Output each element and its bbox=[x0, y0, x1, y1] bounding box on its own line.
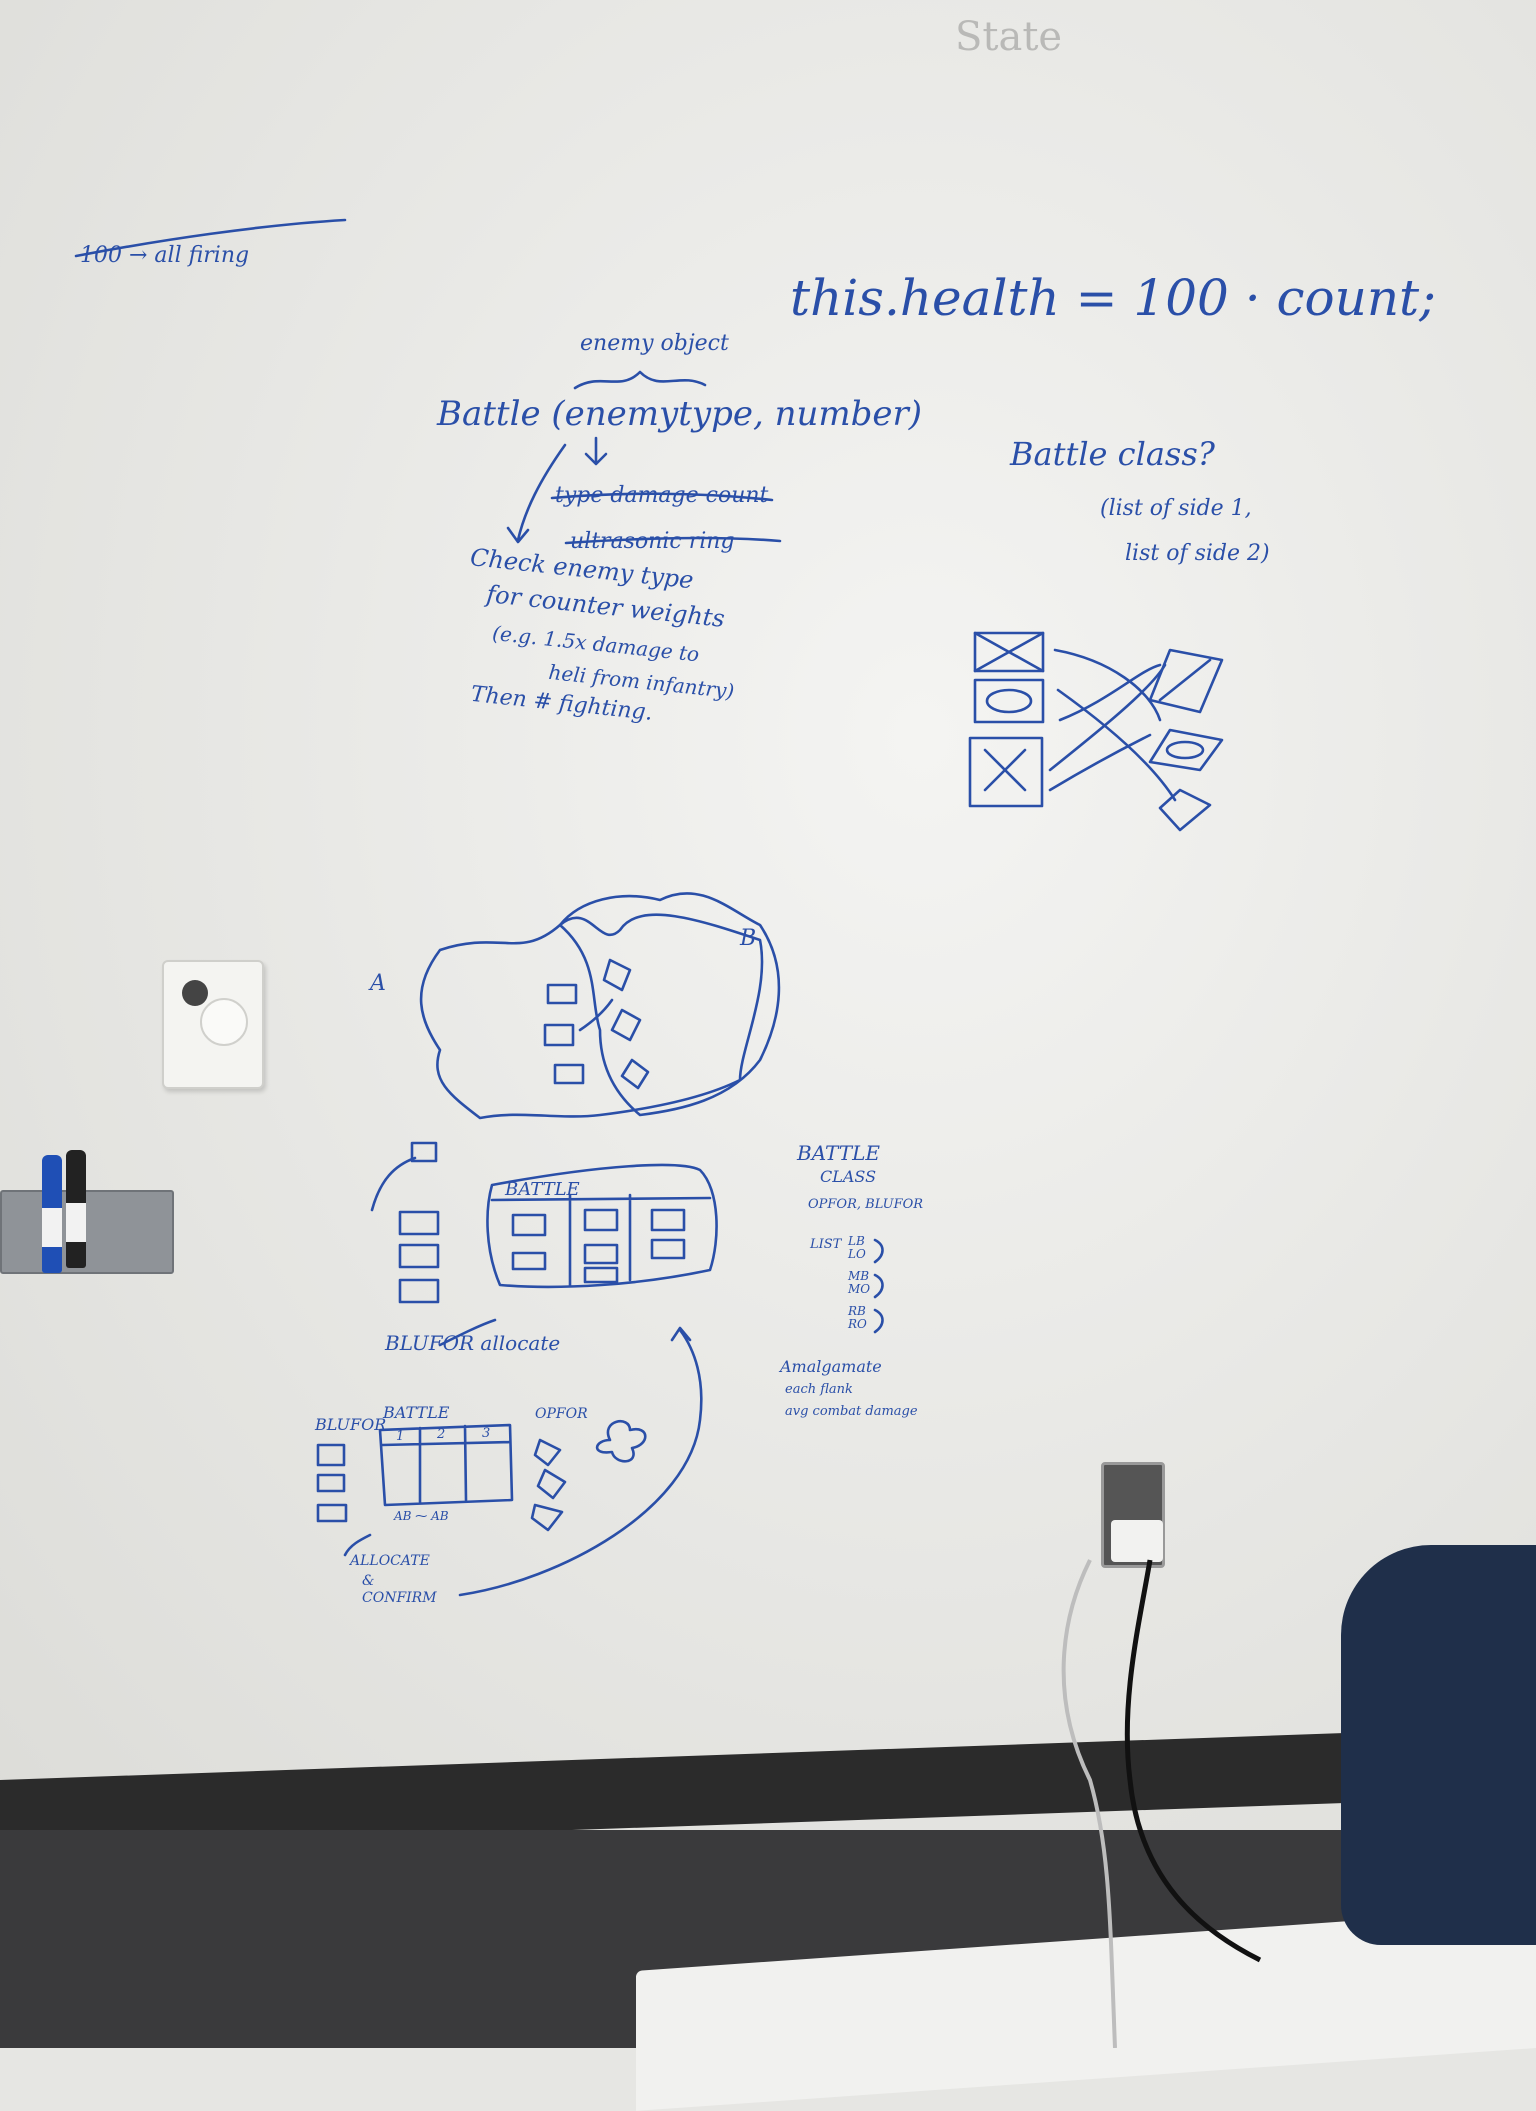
battle-class-question: Battle class? bbox=[1009, 435, 1216, 473]
marker-tray bbox=[0, 1190, 174, 1274]
list-braces bbox=[873, 1238, 884, 1334]
check-notes: Check enemy type for counter weights (e.… bbox=[469, 543, 736, 726]
whiteboard-wall bbox=[0, 0, 1536, 1840]
lower-battle-label: BATTLE bbox=[382, 1403, 450, 1422]
map-diagram bbox=[419, 892, 781, 1120]
faint-state-text: State bbox=[955, 14, 1062, 60]
battle-class-title: CLASS bbox=[820, 1167, 876, 1186]
ampersand-label: & bbox=[362, 1573, 374, 1589]
area-a-label: A bbox=[368, 971, 386, 996]
white-cable bbox=[1061, 1559, 1117, 2048]
blue-marker[interactable] bbox=[42, 1155, 62, 1273]
lower-blufor-label: BLUFOR bbox=[314, 1415, 386, 1434]
battle-allocation-box bbox=[370, 1141, 718, 1347]
list-item: RO bbox=[847, 1317, 867, 1331]
strike-line bbox=[74, 218, 347, 258]
list-item: MB bbox=[847, 1269, 869, 1283]
bottom-keys: AB ⁓ AB bbox=[393, 1509, 449, 1523]
list-item: RB bbox=[847, 1304, 866, 1318]
battle-call-text: Battle (enemytype, number) bbox=[436, 394, 922, 434]
allocate-label: ALLOCATE bbox=[348, 1553, 430, 1569]
units-diagram-right bbox=[968, 631, 1224, 832]
enemy-object-label: enemy object bbox=[580, 331, 729, 356]
person-knee bbox=[1341, 1545, 1536, 1945]
class-arg-2: list of side 2) bbox=[1125, 541, 1270, 566]
battle-class-title: BATTLE bbox=[796, 1141, 880, 1165]
list-item: LO bbox=[847, 1247, 866, 1261]
strike-line bbox=[550, 492, 774, 502]
amalgamate-text: avg combat damage bbox=[785, 1404, 918, 1419]
area-b-label: B bbox=[739, 926, 756, 951]
class-arg-1: (list of side 1, bbox=[1100, 496, 1252, 521]
battle-box-label: BATTLE bbox=[504, 1179, 580, 1200]
black-cable bbox=[1124, 1559, 1262, 1963]
lower-opfor-label: OPFOR bbox=[535, 1406, 588, 1422]
power-plug bbox=[1111, 1520, 1163, 1562]
struck-text-left: 100 → all firing bbox=[80, 243, 249, 268]
sides-label: OPFOR, BLUFOR bbox=[808, 1197, 923, 1212]
list-item: MO bbox=[847, 1282, 870, 1296]
confirm-label: CONFIRM bbox=[362, 1590, 437, 1606]
strike-line bbox=[564, 536, 782, 545]
black-marker[interactable] bbox=[66, 1150, 86, 1268]
col-label: 2 bbox=[436, 1427, 445, 1442]
thermostat bbox=[162, 960, 264, 1089]
blufor-allocate-label: BLUFOR allocate bbox=[384, 1331, 560, 1355]
col-label: 1 bbox=[396, 1429, 404, 1444]
lower-battle-table bbox=[316, 1326, 703, 1597]
col-label: 3 bbox=[482, 1426, 490, 1441]
down-arrow bbox=[584, 436, 608, 466]
curved-arrow bbox=[506, 443, 567, 544]
amalgamate-text: each flank bbox=[785, 1382, 853, 1397]
list-item: LB bbox=[847, 1234, 865, 1248]
whiteboard-drawings: State 100 → all firing this.health = 100… bbox=[74, 14, 1436, 2048]
thermostat-screen bbox=[182, 980, 208, 1006]
list-label: LIST bbox=[809, 1237, 843, 1252]
health-code-text: this.health = 100 · count; bbox=[790, 269, 1436, 327]
thermostat-dial bbox=[200, 998, 248, 1046]
brace-mark bbox=[573, 370, 707, 390]
amalgamate-text: Amalgamate bbox=[778, 1357, 882, 1376]
check-line: (e.g. 1.5x damage to bbox=[491, 621, 700, 667]
